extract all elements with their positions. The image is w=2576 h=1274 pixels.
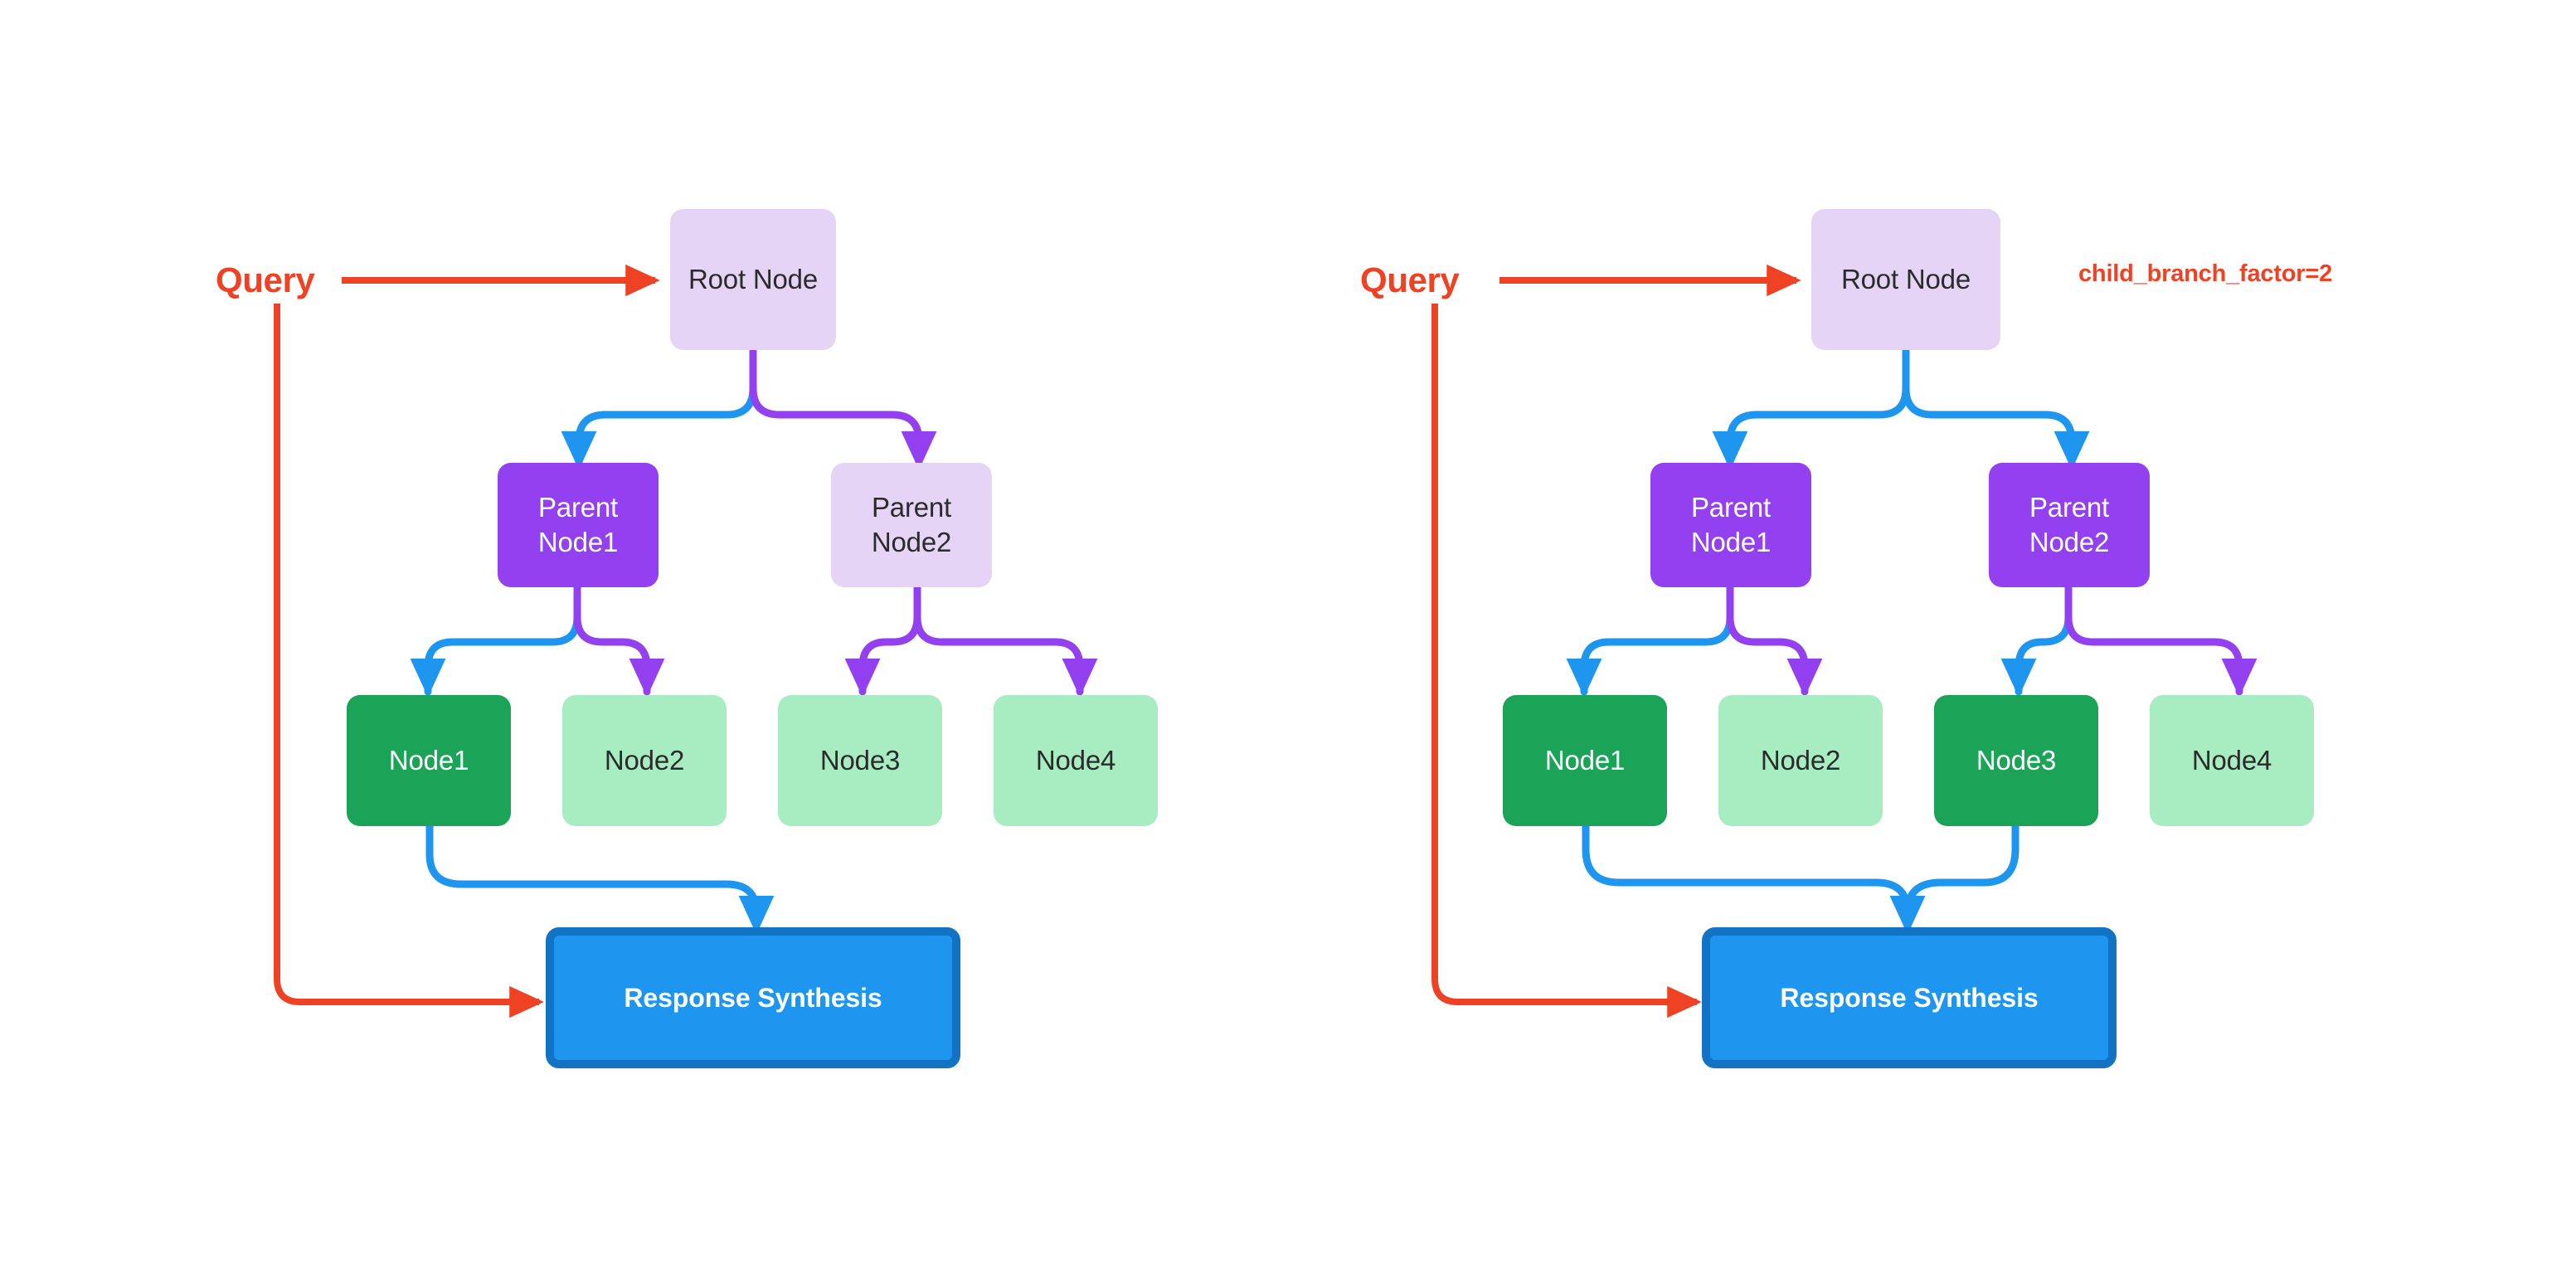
root-node[interactable]: Root Node <box>670 209 836 350</box>
leaf-node-3[interactable]: Node3 <box>778 695 942 826</box>
leaf-node-1[interactable]: Node1 <box>1503 695 1667 826</box>
parent-node-1[interactable]: Parent Node1 <box>1650 463 1811 587</box>
child-branch-factor-annotation: child_branch_factor=2 <box>2078 260 2333 287</box>
arrow-parent1-to-node1 <box>410 583 581 698</box>
arrow-parent1-to-node1 <box>1566 583 1734 698</box>
arrow-root-to-parent2 <box>749 348 937 470</box>
arrow-query-to-synthesis <box>274 304 544 1019</box>
leaf-node-1[interactable]: Node1 <box>347 695 511 826</box>
response-synthesis-box[interactable]: Response Synthesis <box>546 927 960 1068</box>
leaf-node-4[interactable]: Node4 <box>994 695 1158 826</box>
root-node[interactable]: Root Node <box>1811 209 2000 350</box>
query-label: Query <box>1360 260 1460 299</box>
arrow-parent2-to-node4 <box>2064 583 2258 698</box>
arrow-parent2-to-node4 <box>913 583 1098 698</box>
right-connectors <box>1431 264 2258 1019</box>
parent-node-2[interactable]: Parent Node2 <box>1989 463 2150 587</box>
parent-node-1[interactable]: Parent Node1 <box>498 463 659 587</box>
arrow-root-to-parent1 <box>561 348 757 470</box>
arrow-parent1-to-node2 <box>573 583 665 698</box>
arrow-node1-to-synthesis <box>425 822 775 935</box>
query-label: Query <box>216 260 315 299</box>
response-synthesis-box[interactable]: Response Synthesis <box>1702 927 2117 1068</box>
leaf-node-2[interactable]: Node2 <box>562 695 727 826</box>
parent-node-2[interactable]: Parent Node2 <box>831 463 992 587</box>
arrow-parent2-to-node3 <box>2000 583 2073 698</box>
leaf-node-2[interactable]: Node2 <box>1718 695 1883 826</box>
arrow-parent2-to-node3 <box>844 583 921 698</box>
arrow-node3-to-synthesis <box>1889 822 2019 935</box>
leaf-node-3[interactable]: Node3 <box>1934 695 2098 826</box>
arrow-root-to-parent2 <box>1902 348 2090 470</box>
leaf-node-4[interactable]: Node4 <box>2150 695 2314 826</box>
arrow-node1-to-synthesis <box>1582 822 1926 935</box>
arrow-parent1-to-node2 <box>1726 583 1823 698</box>
arrow-root-to-parent1 <box>1712 348 1910 470</box>
arrow-query-to-synthesis <box>1431 304 1702 1019</box>
left-connectors <box>274 264 1098 1019</box>
